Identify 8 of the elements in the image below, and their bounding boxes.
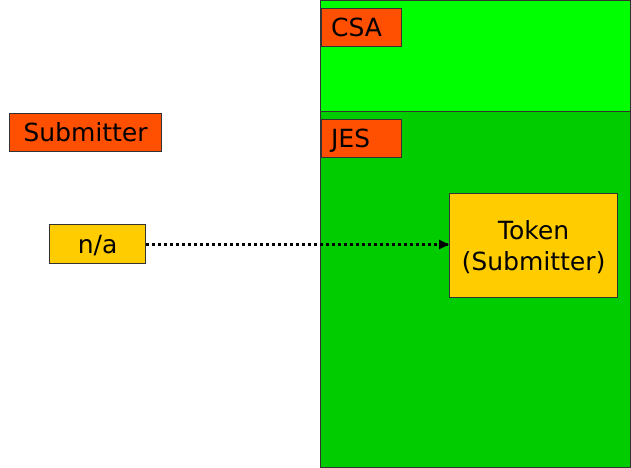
role-label: Submitter — [9, 113, 162, 152]
token-box: n/a — [49, 224, 146, 264]
region-label: CSA — [321, 8, 402, 47]
region-label: JES — [321, 119, 402, 158]
region-panel — [320, 111, 631, 468]
region-panel — [320, 0, 631, 112]
token-box: Token (Submitter) — [449, 193, 618, 298]
dotted-arrow — [146, 240, 449, 250]
